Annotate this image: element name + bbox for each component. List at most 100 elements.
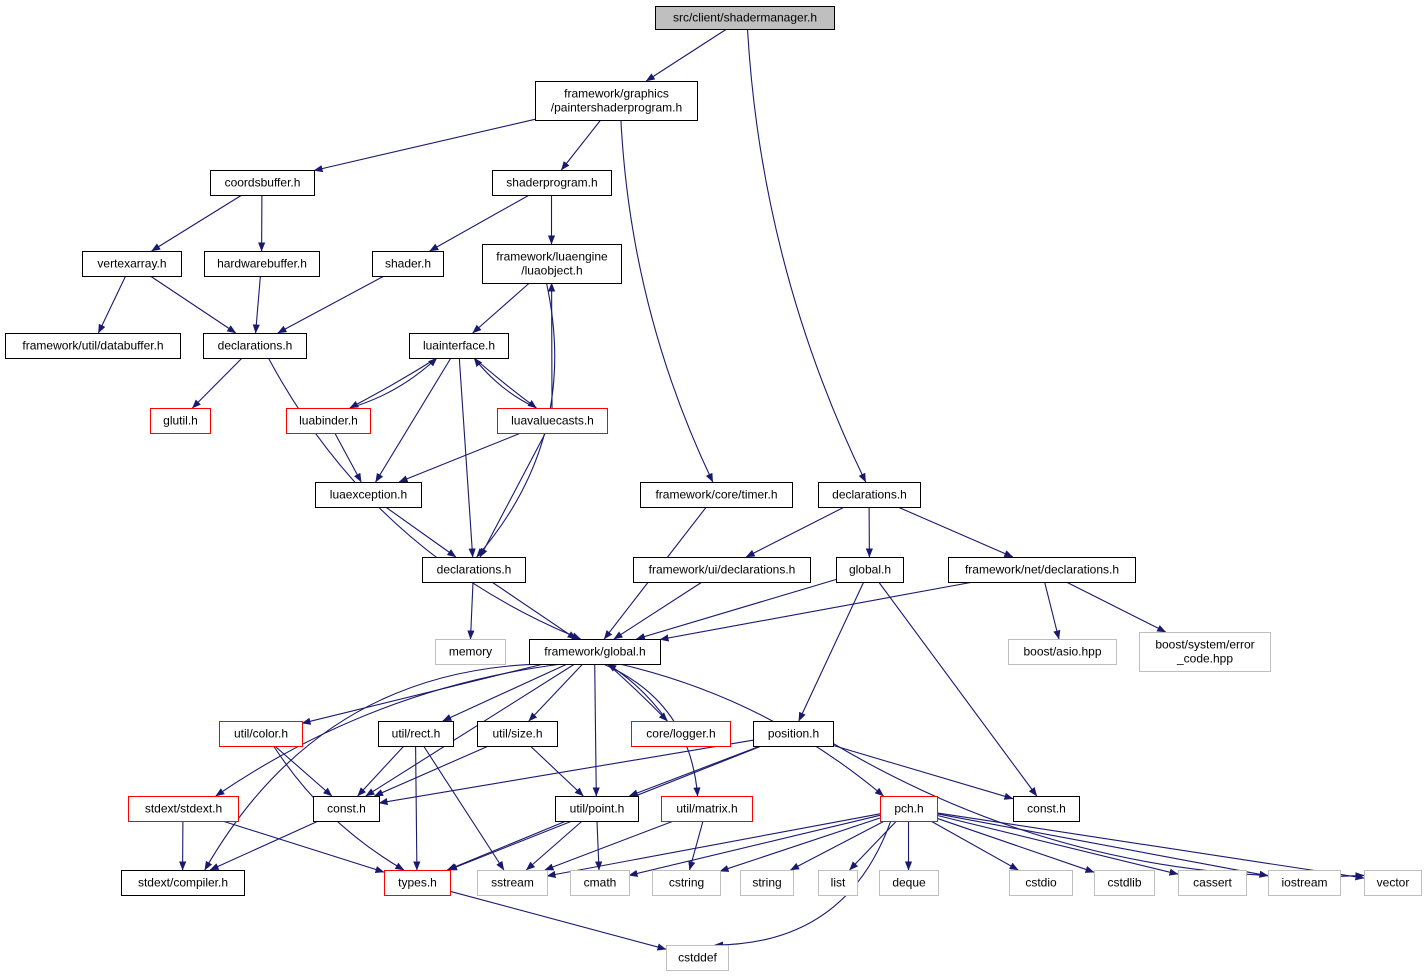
node-box [631, 721, 731, 747]
edge-luainterface-to-luavaluecasts [473, 357, 537, 409]
node-box [1268, 870, 1341, 896]
node-label: const.h [1027, 802, 1066, 816]
edge-luabinder-to-luainterface [349, 357, 438, 409]
node-box [753, 721, 834, 747]
node-box [203, 333, 307, 359]
edge-ui_decl-to-fwglobal [613, 581, 703, 640]
node-label: const.h [327, 802, 366, 816]
node-compiler[interactable]: stdext/compiler.h [121, 870, 245, 896]
node-memory: memory [435, 639, 506, 665]
node-label: luaexception.h [330, 488, 407, 502]
node-vertexarray[interactable]: vertexarray.h [82, 251, 182, 277]
node-label: cassert [1193, 876, 1232, 890]
node-label: /luaobject.h [521, 264, 582, 278]
node-shader[interactable]: shader.h [372, 251, 444, 277]
edge-size-to-const_l [374, 745, 489, 797]
edge-point-to-sstream [525, 820, 583, 871]
node-box [286, 408, 371, 434]
node-label: vertexarray.h [97, 257, 166, 271]
node-box [492, 170, 612, 196]
edge-net_decl-to-errcode [1066, 581, 1167, 633]
node-box [640, 482, 793, 508]
node-global[interactable]: global.h [836, 557, 904, 583]
node-luainterface[interactable]: luainterface.h [409, 333, 509, 359]
node-ui_decl[interactable]: framework/ui/declarations.h [633, 557, 811, 583]
edge-fwglobal-to-pch [619, 663, 884, 797]
node-timer[interactable]: framework/core/timer.h [640, 482, 793, 508]
node-luavaluecasts[interactable]: luavaluecasts.h [497, 408, 608, 434]
node-color[interactable]: util/color.h [219, 721, 303, 747]
node-net_decl[interactable]: framework/net/declarations.h [948, 557, 1136, 583]
node-pch[interactable]: pch.h [880, 796, 938, 822]
edge-position-to-point [628, 745, 761, 797]
node-box [661, 796, 753, 822]
edge-point-to-types [446, 820, 567, 871]
node-fwglobal[interactable]: framework/global.h [529, 639, 661, 665]
node-box [740, 870, 794, 896]
node-decl_lua[interactable]: declarations.h [422, 557, 526, 583]
edge-fwglobal-to-rect [442, 663, 568, 722]
node-painter[interactable]: framework/graphics/paintershaderprogram.… [535, 81, 698, 121]
node-glutil[interactable]: glutil.h [150, 408, 211, 434]
node-decl_gfx[interactable]: declarations.h [203, 333, 307, 359]
node-logger[interactable]: core/logger.h [631, 721, 731, 747]
node-label: glutil.h [163, 414, 198, 428]
node-cstdlib: cstdlib [1094, 870, 1155, 896]
node-const_l[interactable]: const.h [313, 796, 380, 822]
node-label: util/rect.h [392, 727, 441, 741]
edge-position-to-const_r [832, 744, 1014, 800]
edge-rect-to-sstream [423, 745, 505, 871]
node-label: util/matrix.h [676, 802, 737, 816]
node-point[interactable]: util/point.h [555, 796, 639, 822]
node-decl_client[interactable]: declarations.h [818, 482, 921, 508]
node-label: luavaluecasts.h [511, 414, 594, 428]
node-label: list [831, 876, 846, 890]
edge-decl_client-to-ui_decl [745, 506, 845, 558]
node-const_r[interactable]: const.h [1013, 796, 1080, 822]
node-box [313, 796, 380, 822]
node-deque: deque [879, 870, 939, 896]
node-cassert: cassert [1178, 870, 1247, 896]
node-hardwarebuffer[interactable]: hardwarebuffer.h [204, 251, 320, 277]
node-matrix[interactable]: util/matrix.h [661, 796, 753, 822]
node-stdext[interactable]: stdext/stdext.h [128, 796, 239, 822]
node-cstdio: cstdio [1009, 870, 1073, 896]
node-databuffer[interactable]: framework/util/databuffer.h [5, 333, 181, 359]
node-box [818, 870, 858, 896]
edge-pch-to-cstdlib [936, 817, 1095, 873]
edge-luaobject-to-luainterface [472, 282, 530, 334]
edge-global-to-fwglobal [635, 578, 837, 641]
node-label: /paintershaderprogram.h [551, 101, 682, 115]
node-luaobject[interactable]: framework/luaengine/luaobject.h [482, 244, 622, 284]
node-size[interactable]: util/size.h [477, 721, 558, 747]
node-box [497, 408, 608, 434]
node-box [652, 870, 721, 896]
node-box [477, 721, 558, 747]
node-box [422, 557, 526, 583]
node-label: framework/luaengine [496, 250, 608, 264]
node-shaderprogram[interactable]: shaderprogram.h [492, 170, 612, 196]
edge-size-to-point [529, 745, 584, 797]
node-box [535, 81, 698, 121]
node-box [384, 870, 451, 896]
node-position[interactable]: position.h [753, 721, 834, 747]
edge-matrix-to-cstring [688, 820, 704, 871]
edge-pch-to-cstring [719, 817, 881, 872]
node-label: hardwarebuffer.h [217, 257, 307, 271]
edge-luavaluecasts-to-luainterface [473, 357, 537, 409]
node-luabinder[interactable]: luabinder.h [286, 408, 371, 434]
node-label: pch.h [894, 802, 923, 816]
node-label: string [752, 876, 781, 890]
node-label: framework/graphics [564, 87, 669, 101]
node-types[interactable]: types.h [384, 870, 451, 896]
edge-root-to-decl_client [746, 28, 867, 483]
edge-luabinder-to-luaexception [334, 432, 362, 483]
node-rect[interactable]: util/rect.h [378, 721, 454, 747]
node-label: declarations.h [832, 488, 907, 502]
node-label: boost/system/error [1155, 638, 1254, 652]
node-luaexception[interactable]: luaexception.h [315, 482, 422, 508]
node-coordsbuffer[interactable]: coordsbuffer.h [210, 170, 315, 196]
edge-pch-to-vector [936, 812, 1365, 881]
node-root[interactable]: src/client/shadermanager.h [655, 6, 835, 30]
